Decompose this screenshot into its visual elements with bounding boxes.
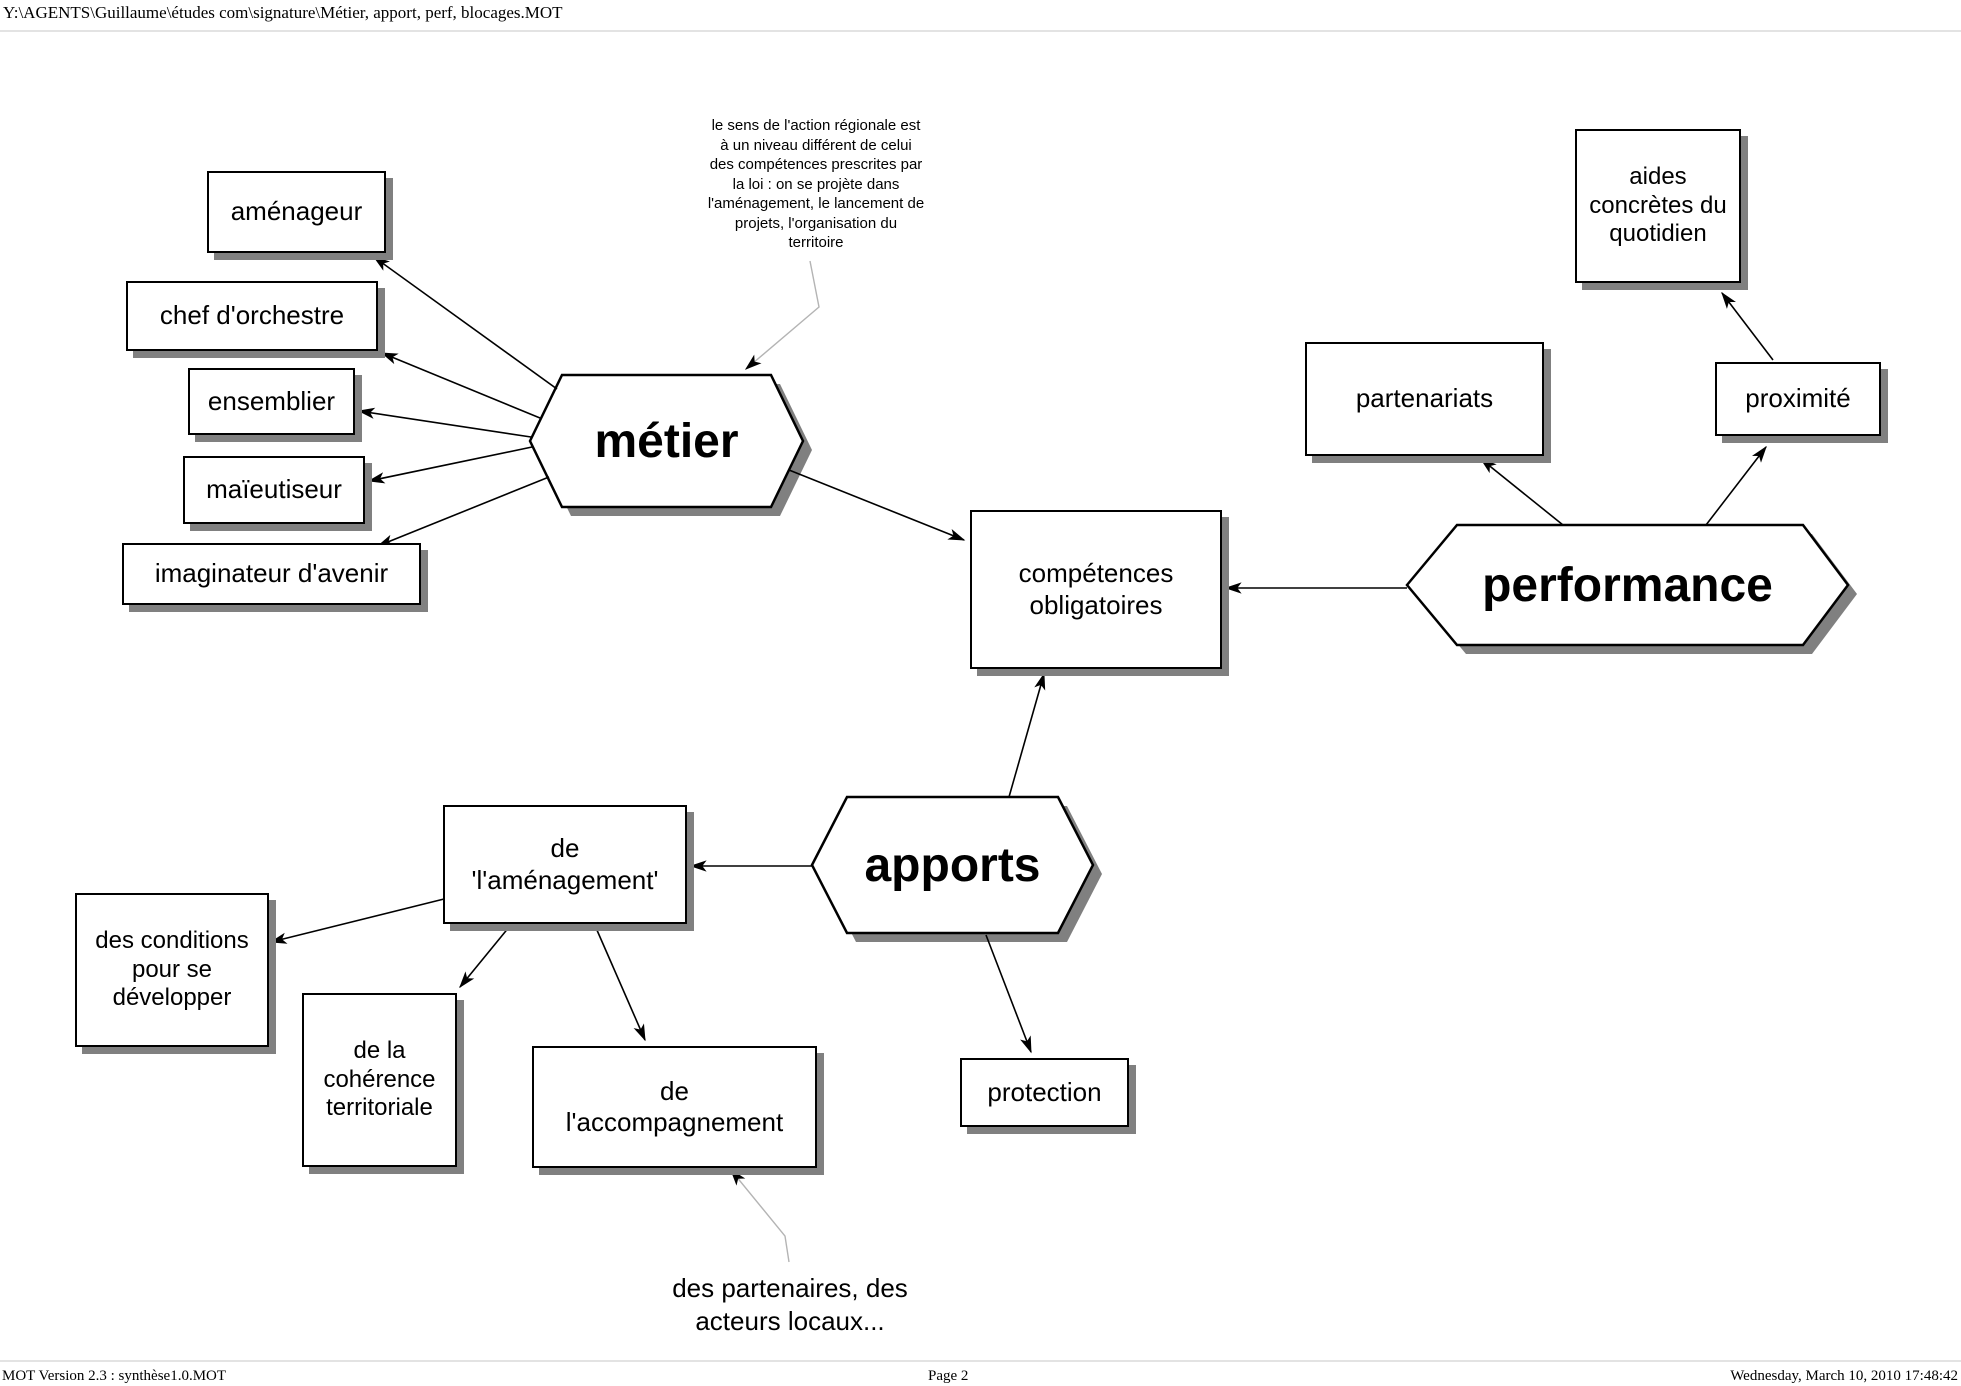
- node-ensemblier[interactable]: ensemblier: [188, 368, 355, 435]
- footer-page-number: Page 2: [928, 1368, 969, 1384]
- node-imaginateur-avenir[interactable]: imaginateur d'avenir: [122, 543, 421, 605]
- metier-hexagon[interactable]: [528, 373, 805, 509]
- node-de-amenagement[interactable]: de 'l'aménagement': [443, 805, 687, 924]
- leader-note-accompagnement[interactable]: [730, 1168, 790, 1263]
- footer-version: MOT Version 2.3 : synthèse1.0.MOT: [2, 1368, 227, 1384]
- hexagon-label-apports[interactable]: apports: [864, 838, 1041, 892]
- footer-timestamp: Wednesday, March 10, 2010 17:48:42: [1730, 1368, 1958, 1384]
- link-proximite-aides[interactable]: [1721, 291, 1774, 361]
- footer-bar: MOT Version 2.3 : synthèse1.0.MOT Page 2…: [0, 1360, 1961, 1386]
- link-amenagement-accompagnement[interactable]: [592, 920, 646, 1042]
- file-path: Y:\AGENTS\Guillaume\études com\signature…: [3, 3, 563, 22]
- node-partenariats[interactable]: partenariats: [1305, 342, 1544, 456]
- link-metier-competences[interactable]: [788, 469, 966, 541]
- node-amenageur[interactable]: aménageur: [207, 171, 386, 253]
- link-metier-maieutiseur[interactable]: [367, 446, 533, 484]
- node-chef-orchestre[interactable]: chef d'orchestre: [126, 281, 378, 351]
- apports-hexagon[interactable]: [810, 795, 1095, 935]
- link-performance-partenariats[interactable]: [1479, 458, 1564, 526]
- link-metier-amenageur[interactable]: [372, 256, 558, 390]
- node-protection[interactable]: protection: [960, 1058, 1129, 1127]
- node-aides-concretes[interactable]: aides concrètes du quotidien: [1575, 129, 1741, 283]
- node-coherence-territoriale[interactable]: de la cohérence territoriale: [302, 993, 457, 1167]
- node-proximite[interactable]: proximité: [1715, 362, 1881, 436]
- hexagon-label-performance[interactable]: performance: [1482, 558, 1773, 612]
- node-maieutiseur[interactable]: maïeutiseur: [183, 456, 365, 524]
- link-performance-proximite[interactable]: [1705, 445, 1767, 526]
- annotation-accompagnement-note[interactable]: des partenaires, des acteurs locaux...: [672, 1273, 908, 1336]
- link-amenagement-coherence[interactable]: [459, 920, 515, 989]
- header-bar: Y:\AGENTS\Guillaume\études com\signature…: [0, 0, 1961, 32]
- link-metier-chef-orchestre[interactable]: [380, 352, 541, 419]
- link-apports-competences[interactable]: [1008, 672, 1046, 798]
- link-metier-imaginateur[interactable]: [376, 476, 550, 547]
- performance-hexagon[interactable]: [1405, 523, 1850, 647]
- node-des-conditions[interactable]: des conditions pour se développer: [75, 893, 269, 1047]
- leader-note-metier[interactable]: [744, 260, 820, 370]
- link-apports-protection[interactable]: [985, 934, 1032, 1054]
- link-metier-ensemblier[interactable]: [357, 407, 532, 438]
- annotation-metier-note[interactable]: le sens de l'action régionale est à un n…: [707, 117, 925, 251]
- node-competences-obligatoires[interactable]: compétences obligatoires: [970, 510, 1222, 669]
- hexagon-label-metier[interactable]: métier: [594, 414, 739, 468]
- link-amenagement-conditions[interactable]: [269, 898, 445, 944]
- node-de-accompagnement[interactable]: de l'accompagnement: [532, 1046, 817, 1168]
